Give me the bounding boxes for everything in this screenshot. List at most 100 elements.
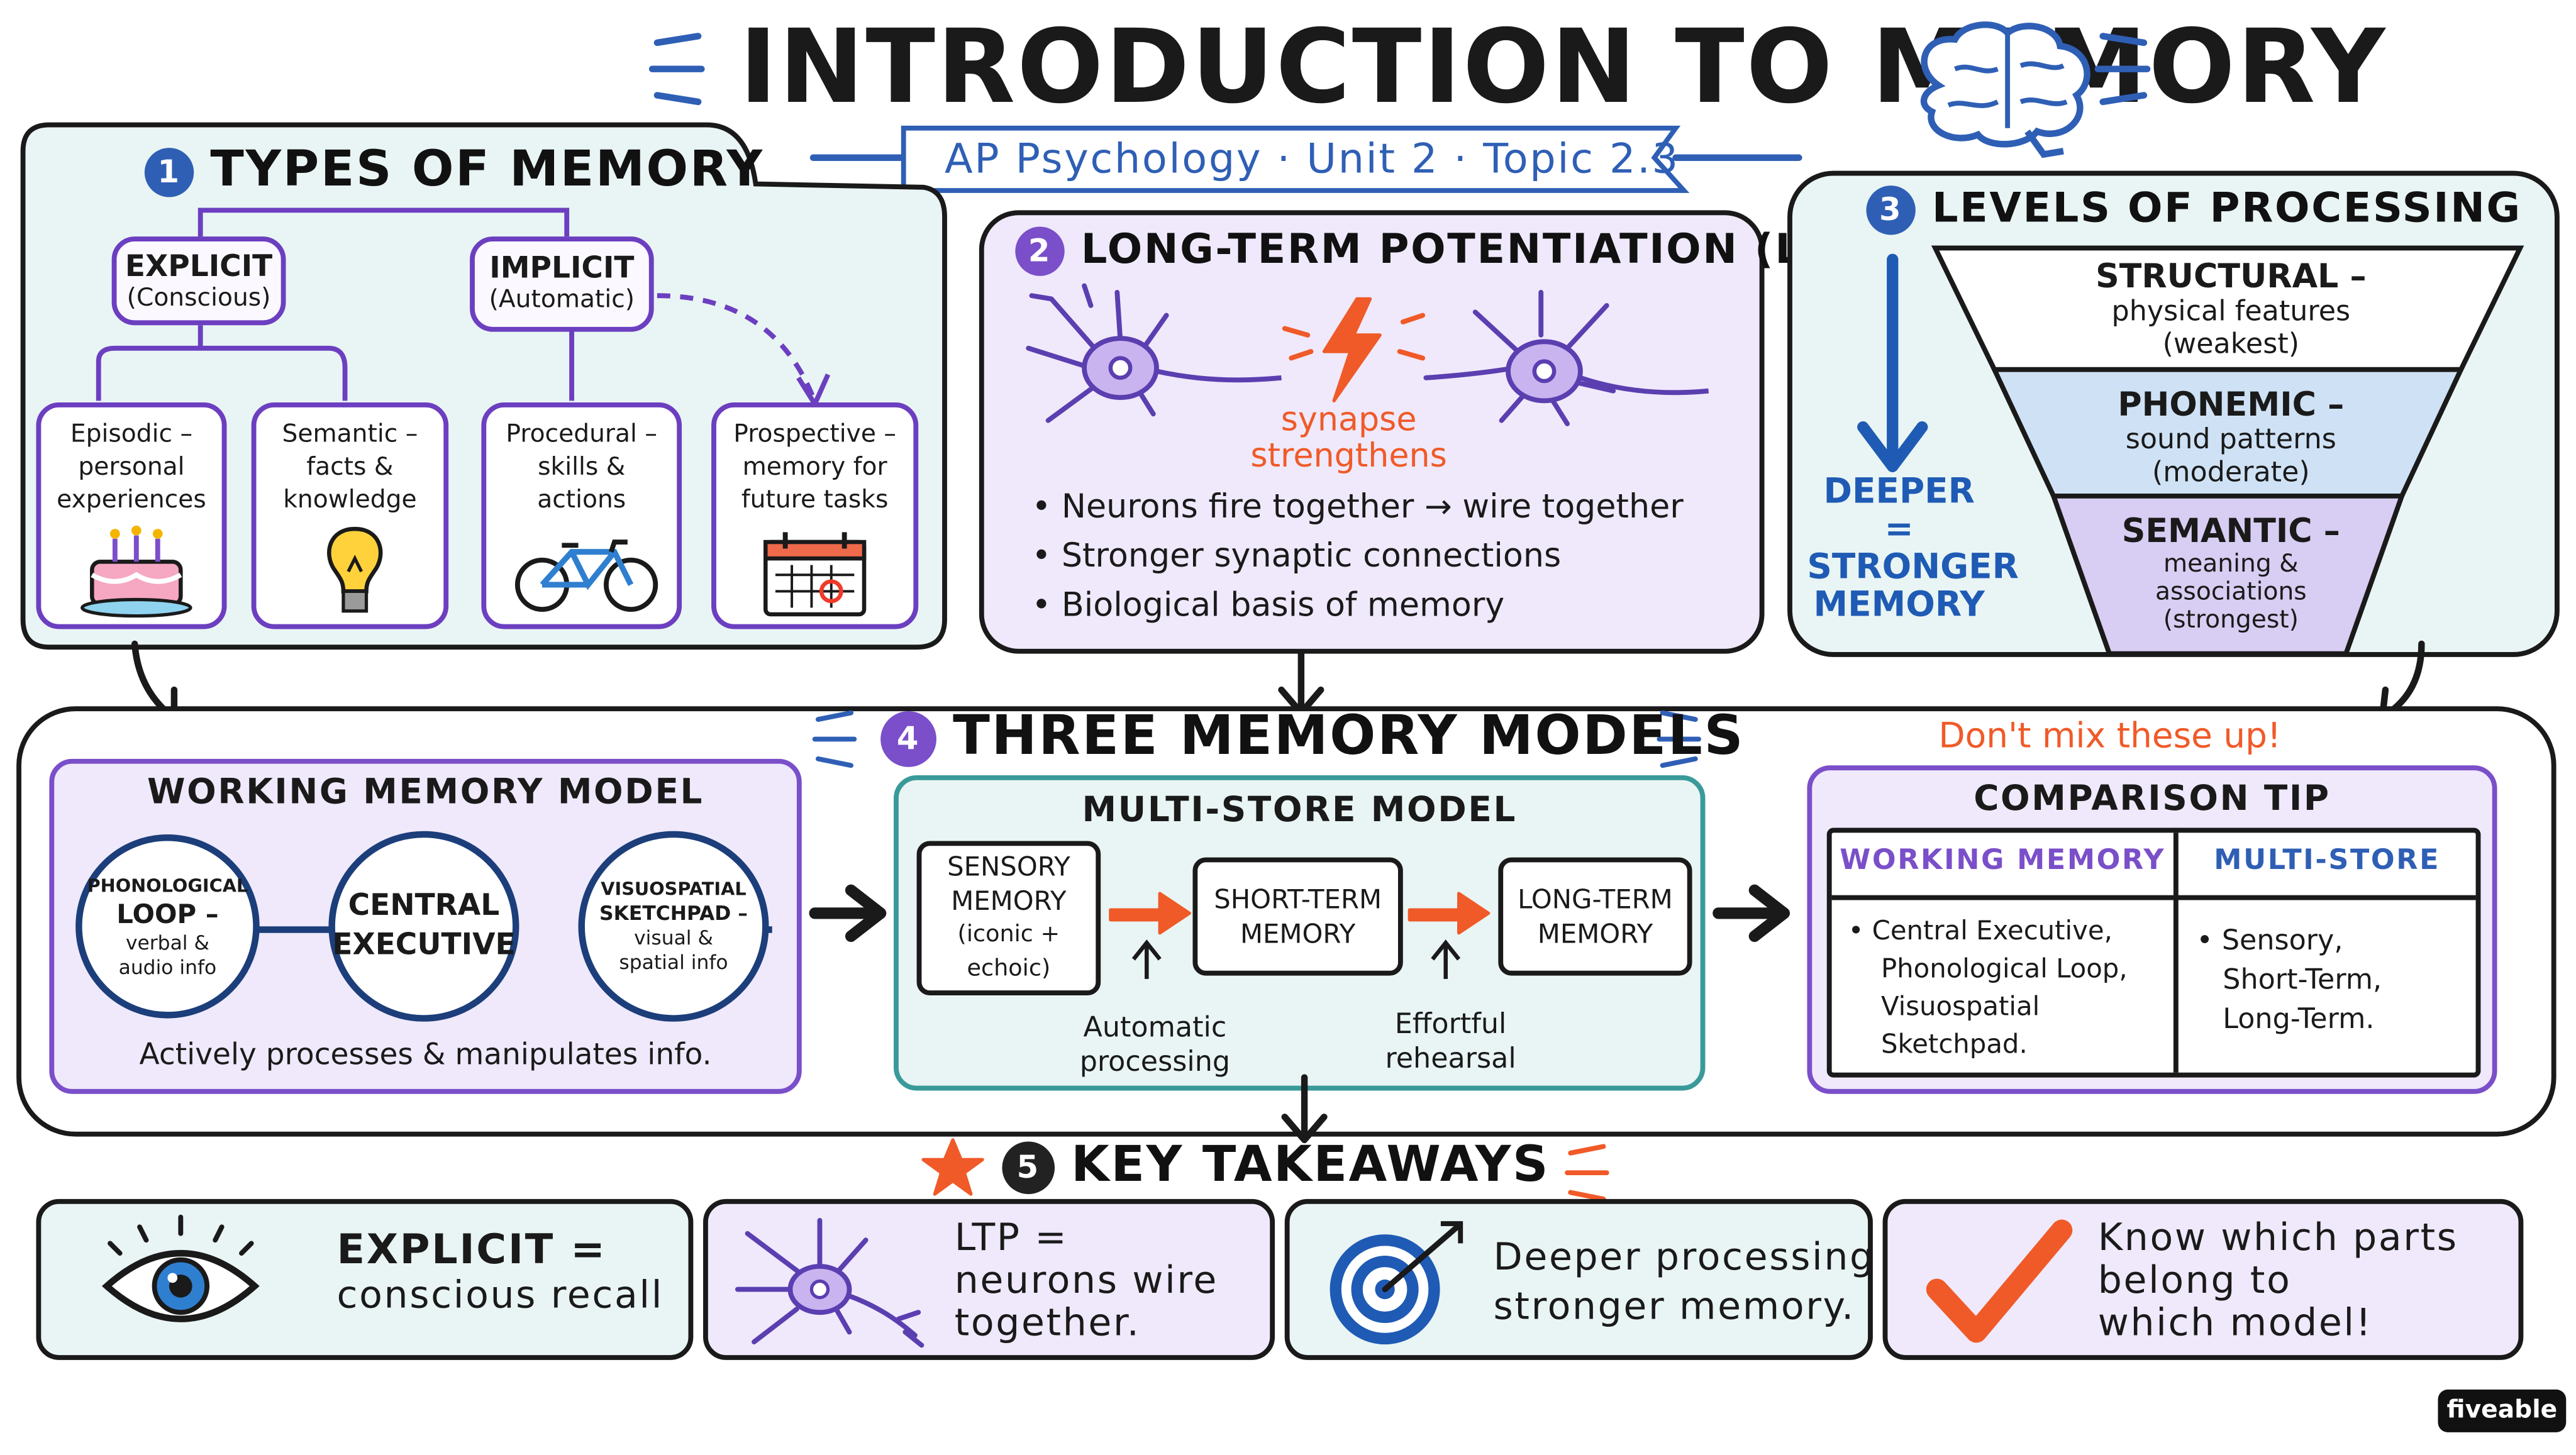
processing-funnel bbox=[1931, 245, 2524, 656]
title-deco-right bbox=[2094, 33, 2151, 106]
takeaway-explicit-text: EXPLICIT = conscious recall bbox=[336, 1226, 664, 1319]
ltp-bullet-1-text: Neurons fire together → wire together bbox=[1061, 486, 1684, 526]
target-icon bbox=[1330, 1221, 1463, 1345]
long-term-memory-box: LONG-TERM MEMORY bbox=[1498, 857, 1692, 976]
deeper-equals: = bbox=[1884, 509, 1914, 549]
multistore-title: MULTI-STORE MODEL bbox=[1082, 790, 1518, 830]
arrow-working-to-multistore bbox=[809, 884, 887, 943]
eye-icon bbox=[101, 1214, 260, 1322]
takeaway-ltp: LTP = neurons wire together. bbox=[703, 1198, 1275, 1360]
warning-note: Don't mix these up! bbox=[1938, 716, 2281, 756]
takeaway-know-text: Know which parts belong to which model! bbox=[2098, 1217, 2458, 1346]
neuron-left-icon bbox=[1026, 283, 1282, 423]
structural-l1: physical features bbox=[2111, 296, 2351, 329]
procedural-card: Procedural – skills & actions bbox=[481, 402, 682, 629]
takeaway-know-l2: belong to bbox=[2097, 1259, 2292, 1303]
ltp-bullet-3: • Biological basis of memory bbox=[1031, 584, 1505, 624]
semantic-l1: meaning & bbox=[2163, 548, 2299, 578]
neuron-right-icon bbox=[1423, 290, 1709, 426]
table-cell-working: • Central Executive, Phonological Loop, … bbox=[1848, 912, 2128, 1063]
working-cell-l4: Sketchpad. bbox=[1880, 1028, 2028, 1059]
light-bulb-icon bbox=[327, 526, 383, 613]
prospective-l2: memory for bbox=[742, 451, 887, 482]
multistore-flow-arrows bbox=[1109, 892, 1491, 979]
semantic-l3: knowledge bbox=[283, 484, 417, 514]
takeaway-explicit: EXPLICIT = conscious recall bbox=[36, 1198, 694, 1360]
procedural-l2: skills & bbox=[538, 451, 626, 482]
prospective-l1: Prospective – bbox=[733, 419, 896, 449]
star-icon bbox=[921, 1138, 984, 1196]
takeaway-know-l3: which model! bbox=[2097, 1302, 2373, 1346]
takeaway-deeper: Deeper processing = stronger memory. bbox=[1284, 1198, 1921, 1360]
visuospatial-sketchpad: VISUOSPATIAL SKETCHPAD – visual & spatia… bbox=[578, 831, 769, 1022]
table-column-divider bbox=[2173, 833, 2179, 1073]
arrow-multistore-to-tip bbox=[1713, 884, 1790, 943]
visuo-l3: visual & bbox=[634, 926, 713, 949]
birthday-cake-icon bbox=[80, 525, 192, 618]
multistore-cell-l3: Long-Term. bbox=[2223, 1004, 2375, 1037]
section-number-3: 3 bbox=[1866, 185, 1916, 235]
central-executive: CENTRAL EXECUTIVE bbox=[328, 831, 519, 1022]
deeper-text: DEEPER bbox=[1823, 471, 1975, 511]
neuron-icon bbox=[735, 1217, 924, 1348]
visuo-l2: SKETCHPAD – bbox=[599, 902, 748, 925]
ltp-bullet-1: • Neurons fire together → wire together bbox=[1031, 486, 1684, 526]
sensory-l2: MEMORY bbox=[951, 885, 1067, 917]
phon-l4: audio info bbox=[118, 954, 217, 978]
semantic-l3: (strongest) bbox=[2163, 604, 2299, 634]
central-l1: CENTRAL bbox=[348, 888, 500, 924]
deeper-arrow bbox=[1857, 253, 1928, 473]
brand-text: fiveable bbox=[2446, 1394, 2558, 1424]
phon-l3: verbal & bbox=[125, 930, 209, 954]
calendar-icon bbox=[763, 532, 867, 617]
working-cell-l2: Phonological Loop, bbox=[1880, 953, 2128, 984]
section-number-2: 2 bbox=[1015, 226, 1065, 276]
bicycle-icon bbox=[514, 539, 658, 612]
structural-l2: (weakest) bbox=[2162, 328, 2300, 362]
synapse-l1: synapse bbox=[1280, 399, 1417, 439]
takeaway-ltp-text: LTP = neurons wire together. bbox=[955, 1217, 1218, 1346]
semantic-title: SEMANTIC – bbox=[2121, 511, 2340, 551]
visuo-l4: spatial info bbox=[619, 951, 728, 975]
prospective-l3: future tasks bbox=[741, 484, 889, 514]
ltp-title-text: LONG-TERM POTENTIATION (LTP) bbox=[1080, 224, 1878, 273]
working-memory-title: WORKING MEMORY MODEL bbox=[147, 772, 704, 812]
models-title-deco bbox=[812, 710, 1701, 768]
takeaway-deeper-text: Deeper processing = stronger memory. bbox=[1493, 1234, 1922, 1332]
short-l2: MEMORY bbox=[1240, 918, 1356, 949]
long-l1: LONG-TERM bbox=[1518, 883, 1673, 915]
comparison-tip-title: COMPARISON TIP bbox=[1974, 778, 2331, 818]
sensory-memory-box: SENSORY MEMORY (iconic + echoic) bbox=[916, 841, 1101, 995]
episodic-l3: experiences bbox=[57, 484, 206, 514]
subtitle: AP Psychology · Unit 2 · Topic 2.3 bbox=[945, 135, 1680, 182]
table-header-multistore: MULTI-STORE bbox=[2214, 844, 2441, 877]
phonemic-title: PHONEMIC – bbox=[2118, 384, 2345, 424]
structural-title: STRUCTURAL – bbox=[2096, 256, 2367, 296]
multistore-cell-l1: • Sensory, bbox=[2196, 924, 2343, 958]
synapse-l2: strengthens bbox=[1250, 435, 1447, 475]
table-header-working: WORKING MEMORY bbox=[1840, 844, 2166, 877]
effortful-rehearsal-label: Effortful rehearsal bbox=[1360, 1009, 1541, 1078]
working-memory-caption: Actively processes & manipulates info. bbox=[139, 1037, 712, 1073]
phonemic-l2: (moderate) bbox=[2151, 456, 2310, 490]
takeaways-title-deco bbox=[1565, 1144, 1609, 1202]
semantic-l2: associations bbox=[2155, 576, 2307, 606]
implicit-sub: (Automatic) bbox=[489, 284, 635, 314]
types-title-text: TYPES OF MEMORY bbox=[210, 141, 764, 199]
semantic-level: SEMANTIC – meaning & associations (stron… bbox=[2086, 512, 2375, 634]
central-l2: EXECUTIVE bbox=[332, 927, 516, 963]
takeaway-know: Know which parts belong to which model! bbox=[1882, 1198, 2524, 1360]
section-number-5: 5 bbox=[1002, 1141, 1055, 1193]
explicit-sub: (Conscious) bbox=[126, 282, 271, 313]
implicit-title: IMPLICIT bbox=[489, 251, 635, 286]
ltp-bullet-2: • Stronger synaptic connections bbox=[1031, 535, 1562, 575]
comparison-table: WORKING MEMORY MULTI-STORE • Central Exe… bbox=[1826, 827, 2481, 1078]
sensory-l3: (iconic + bbox=[957, 921, 1060, 948]
implicit-node: IMPLICIT (Automatic) bbox=[470, 236, 654, 332]
takeaway-explicit-l2: conscious recall bbox=[336, 1275, 664, 1317]
phonemic-l1: sound patterns bbox=[2125, 423, 2336, 457]
connector-arrow-bottom bbox=[1281, 1074, 1328, 1144]
